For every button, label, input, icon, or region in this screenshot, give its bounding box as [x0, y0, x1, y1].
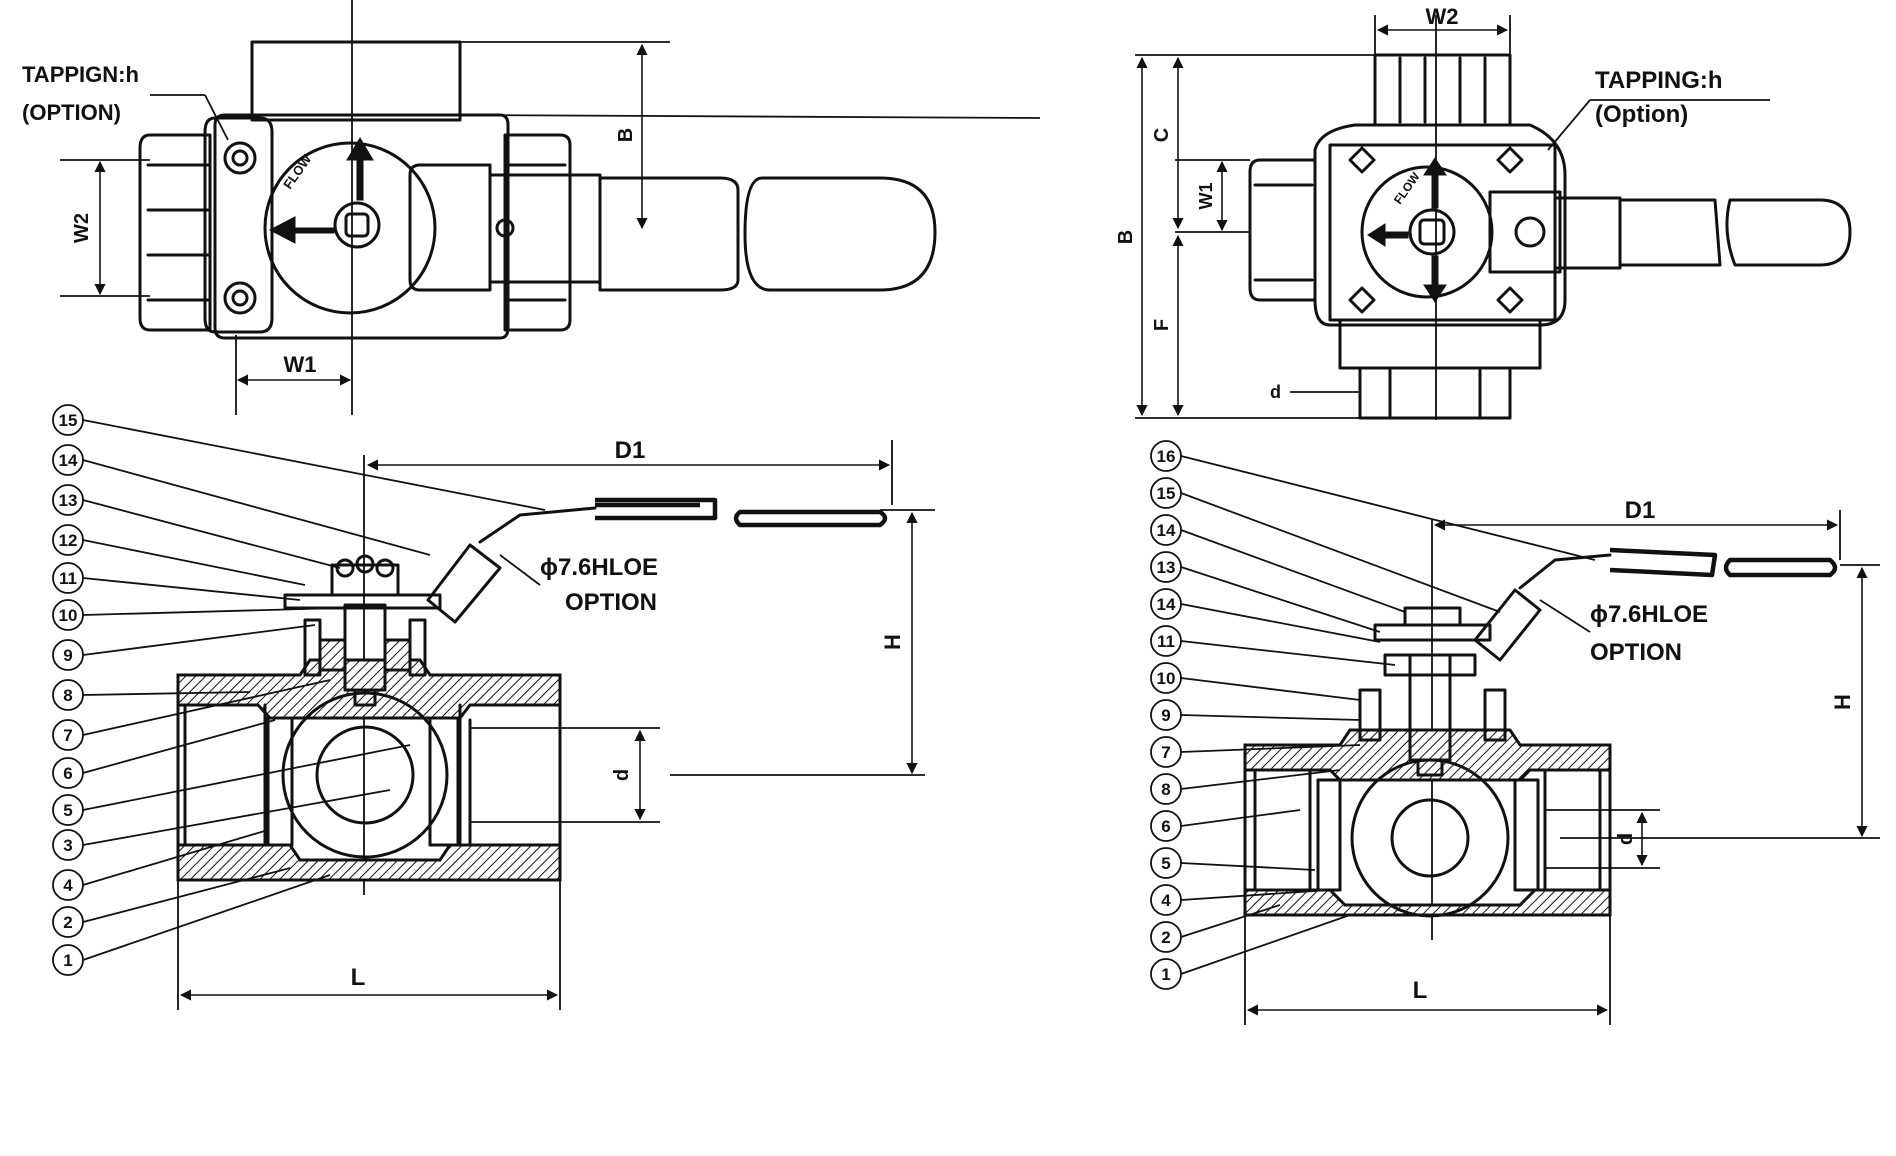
bottom-right-dim-d: d [1615, 833, 1637, 845]
bottom-right-hole-line2: OPTION [1590, 639, 1682, 666]
bottom-left-leaders [82, 419, 546, 961]
bottom-right-part-6: 6 [1161, 817, 1170, 836]
bottom-left-part-5: 5 [63, 801, 72, 820]
bottom-left-part-8: 8 [63, 686, 72, 705]
top-right-dim-c: C [1151, 128, 1173, 142]
bottom-right-part-9: 9 [1161, 706, 1170, 725]
top-right-dim-f: F [1151, 319, 1173, 331]
bottom-left-part-11: 11 [59, 569, 77, 588]
bottom-right-part-11: 11 [1157, 632, 1175, 651]
top-left-tapping-line1: TAPPIGN:h [22, 62, 139, 87]
top-right-tapping-line2: (Option) [1595, 101, 1688, 128]
top-left-view: FLOW B W2 W1 TAPPIGN:h (OPTION) [22, 0, 1041, 415]
bottom-right-part-16: 16 [1157, 447, 1176, 466]
bottom-left-balloons: 15 14 13 12 11 10 9 8 7 6 5 3 4 2 1 [52, 404, 84, 976]
bottom-right-dim-d1: D1 [1625, 497, 1656, 524]
bottom-left-view: H D1 d L ϕ7.6HLOE OPTION 15 14 13 12 11 … [52, 404, 935, 1010]
bottom-left-part-4: 4 [63, 876, 73, 895]
bottom-left-part-3: 3 [63, 836, 72, 855]
bottom-right-hole-line1: ϕ7.6HLOE [1590, 601, 1708, 628]
bottom-right-part-2: 2 [1161, 928, 1170, 947]
top-left-dim-w2: W2 [71, 213, 93, 243]
bottom-right-part-14b: 14 [1157, 595, 1176, 614]
top-right-dim-b: B [1115, 230, 1137, 244]
bottom-left-part-9: 9 [63, 646, 72, 665]
bottom-left-hole-line2: OPTION [565, 589, 657, 616]
bottom-left-dim-d: d [611, 769, 633, 781]
bottom-right-part-14a: 14 [1157, 521, 1176, 540]
bottom-left-hole-line1: ϕ7.6HLOE [540, 554, 658, 581]
bottom-right-part-13: 13 [1157, 558, 1176, 577]
bottom-left-part-14: 14 [59, 451, 78, 470]
bottom-left-part-1: 1 [63, 951, 72, 970]
bottom-left-part-15: 15 [59, 411, 78, 430]
bottom-right-part-10: 10 [1157, 669, 1176, 688]
top-right-dim-w2: W2 [1426, 4, 1459, 29]
top-right-dim-w1: W1 [1196, 183, 1216, 210]
bottom-left-part-10: 10 [59, 606, 78, 625]
bottom-right-dim-h: H [1830, 694, 1855, 710]
bottom-right-part-7: 7 [1161, 743, 1170, 762]
bottom-right-view: H D1 d L ϕ7.6HLOE OPTION 16 15 14 13 14 … [1150, 440, 1880, 1025]
top-left-dim-b: B [615, 128, 637, 142]
bottom-left-part-12: 12 [59, 531, 78, 550]
bottom-right-part-15: 15 [1157, 484, 1176, 503]
bottom-left-part-7: 7 [63, 726, 72, 745]
bottom-left-dim-h: H [880, 634, 905, 650]
bottom-left-part-2: 2 [63, 913, 72, 932]
bottom-right-part-1: 1 [1161, 965, 1170, 984]
top-right-tapping-line1: TAPPING:h [1595, 67, 1723, 94]
bottom-right-balloons: 16 15 14 13 14 11 10 9 7 8 6 5 4 2 1 [1150, 440, 1182, 990]
bottom-right-leaders [1180, 455, 1596, 975]
bottom-left-dim-l: L [351, 964, 366, 991]
bottom-right-part-8: 8 [1161, 780, 1170, 799]
top-left-tapping-line2: (OPTION) [22, 100, 121, 125]
top-right-view: FLOW B C F W1 W2 d TAPPING:h (Option) [1115, 4, 1852, 420]
top-right-dim-d: d [1270, 382, 1281, 402]
bottom-left-part-13: 13 [59, 491, 78, 510]
bottom-right-part-4: 4 [1161, 891, 1171, 910]
bottom-right-dim-l: L [1413, 977, 1428, 1004]
bottom-left-part-6: 6 [63, 764, 72, 783]
top-left-dim-w1: W1 [284, 352, 317, 377]
bottom-left-dim-d1: D1 [615, 437, 646, 464]
bottom-right-part-5: 5 [1161, 854, 1170, 873]
